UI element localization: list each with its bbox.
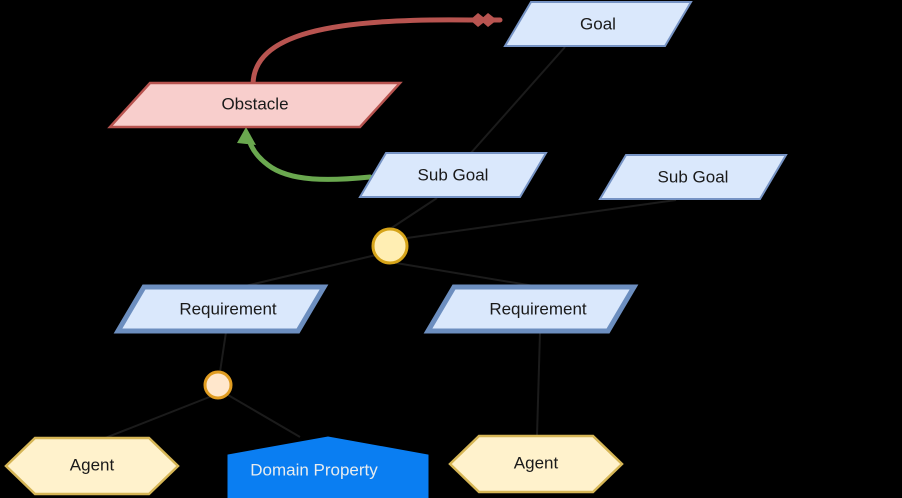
node-agent-1[interactable]: Agent xyxy=(4,436,180,496)
domain-property-shape xyxy=(227,436,429,498)
node-goal[interactable]: Goal xyxy=(503,0,693,47)
obstruction-double-diamond-icon xyxy=(470,13,497,27)
goal-shape xyxy=(503,0,693,47)
connector-goal-subgoal1 xyxy=(469,46,566,155)
subgoal-2-shape xyxy=(598,154,788,200)
node-subgoal-1[interactable]: Sub Goal xyxy=(358,152,548,198)
connector-subgoal2-refinement1 xyxy=(406,199,677,239)
connector-req2-agent2 xyxy=(536,331,541,437)
resolution-arrowhead-icon xyxy=(237,127,256,145)
node-refinement-2[interactable] xyxy=(203,370,233,400)
refinement-1-circle xyxy=(371,227,409,265)
connector-subgoal1-refinement1 xyxy=(389,197,438,230)
node-requirement-1[interactable]: Requirement xyxy=(113,284,329,334)
node-agent-2[interactable]: Agent xyxy=(448,434,624,494)
connector-req1-refinement2 xyxy=(219,331,227,373)
link-resolution-obstacle[interactable] xyxy=(237,127,373,182)
resolution-link-path xyxy=(245,133,373,182)
subgoal-1-shape xyxy=(358,152,548,198)
link-obstruction-goal[interactable] xyxy=(250,13,503,88)
requirement-1-shape xyxy=(113,284,329,334)
connector-refinement2-agent1 xyxy=(99,395,213,441)
agent-1-shape xyxy=(4,436,180,496)
connector-refinement2-domprop xyxy=(227,394,301,438)
node-obstacle[interactable]: Obstacle xyxy=(107,81,403,129)
node-requirement-2[interactable]: Requirement xyxy=(423,284,639,334)
obstacle-shape xyxy=(107,81,403,129)
requirement-2-shape xyxy=(423,284,639,334)
connector-refinement1-req2 xyxy=(395,262,541,288)
node-domain-property[interactable]: Domain Property xyxy=(227,436,429,498)
connector-refinement1-req1 xyxy=(240,254,377,288)
node-refinement-1[interactable] xyxy=(371,227,409,265)
agent-2-shape xyxy=(448,434,624,494)
obstruction-link-path xyxy=(250,17,503,88)
node-subgoal-2[interactable]: Sub Goal xyxy=(598,154,788,200)
refinement-2-circle xyxy=(203,370,233,400)
refinement-connectors xyxy=(99,46,677,441)
